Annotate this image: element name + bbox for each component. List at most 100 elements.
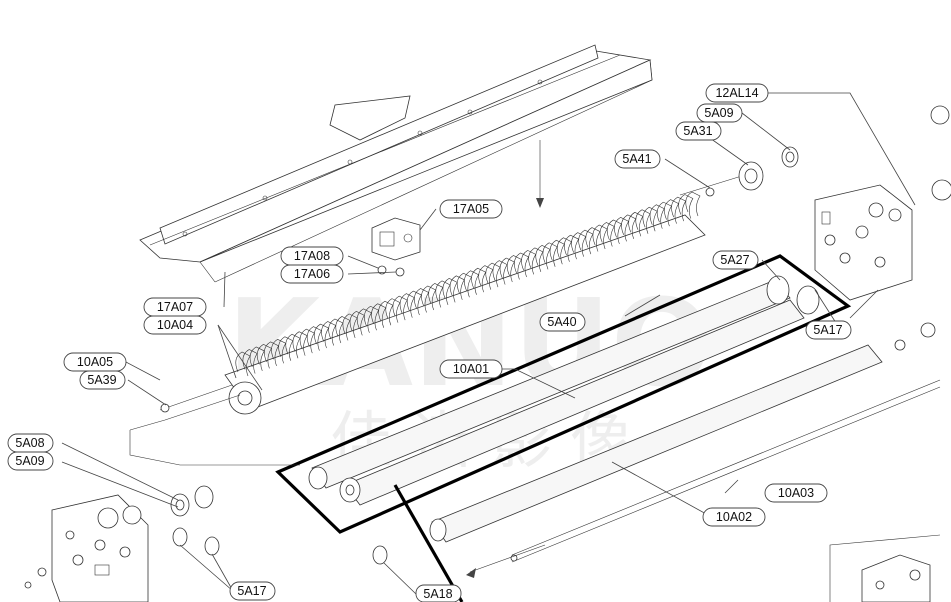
roller-fin: [278, 336, 294, 361]
roller-fin: [249, 346, 265, 372]
roller-fin: [535, 244, 551, 270]
callout-10A02: 10A02: [702, 507, 766, 527]
drive-gear-set: [679, 146, 799, 197]
callout-5A18: 5A18: [415, 584, 462, 602]
roller-fin: [649, 204, 665, 229]
callout-5A17-bottom: 5A17: [229, 581, 276, 601]
roller-fin: [335, 316, 351, 341]
sensor-bracket: [371, 217, 421, 277]
roller-fin: [349, 311, 365, 336]
roller-fin: [306, 326, 322, 351]
guide-rail: [139, 44, 653, 283]
callout-17A08: 17A08: [280, 246, 344, 266]
roller-fin: [392, 295, 408, 321]
callout-5A08: 5A08: [7, 433, 54, 453]
roller-fin: [378, 300, 394, 326]
roller-fin: [599, 222, 615, 247]
svg-text:5A09: 5A09: [704, 106, 733, 120]
svg-text:10A02: 10A02: [716, 510, 752, 524]
roller-fin: [656, 201, 672, 227]
roller-fin: [549, 239, 565, 265]
highlight-pointer: [393, 484, 464, 602]
roller-fin: [364, 305, 379, 331]
callout-10A01: 10A01: [439, 359, 503, 379]
roller-fin: [264, 341, 279, 366]
roller-fin: [592, 224, 608, 250]
roller-fin: [664, 199, 679, 224]
svg-text:5A08: 5A08: [15, 436, 44, 450]
roller-fin: [399, 293, 415, 318]
roller-fin: [571, 232, 587, 257]
svg-text:10A03: 10A03: [778, 486, 814, 500]
roller-fin: [471, 267, 487, 293]
svg-text:17A08: 17A08: [294, 249, 330, 263]
roller-fin: [385, 298, 401, 323]
svg-text:5A27: 5A27: [720, 253, 749, 267]
roller-fin: [556, 237, 572, 262]
svg-text:5A39: 5A39: [87, 373, 116, 387]
roller-fin: [485, 262, 501, 288]
roller-fin: [371, 303, 387, 328]
roller-fin: [578, 229, 594, 255]
svg-text:10A01: 10A01: [453, 362, 489, 376]
roller-fin: [585, 227, 601, 252]
roller-fin: [299, 328, 315, 354]
roller-fin: [356, 308, 372, 333]
roller-fin: [514, 252, 529, 278]
callout-5A40: 5A40: [539, 312, 586, 332]
svg-text:5A17: 5A17: [813, 323, 842, 337]
callout-5A17-right: 5A17: [805, 320, 852, 340]
roller-fin: [521, 250, 537, 275]
callout-5A09-top: 5A09: [696, 103, 743, 123]
roller-fin: [614, 217, 629, 242]
svg-text:5A17: 5A17: [237, 584, 266, 598]
svg-text:5A40: 5A40: [547, 315, 576, 329]
roller-fin: [314, 323, 329, 349]
highlight-frame: [275, 254, 852, 534]
right-side-plate: [814, 105, 951, 301]
roller-fin: [478, 265, 494, 290]
callouts: 12AL14 5A09 5A31 5A41 17A05 17A08 17A06: [7, 83, 852, 602]
roller-fin: [671, 196, 687, 222]
callout-10A04: 10A04: [143, 315, 207, 335]
callout-10A03: 10A03: [764, 483, 828, 503]
pressure-roller-set: [308, 275, 820, 506]
roller-fin: [449, 275, 465, 300]
left-side-plate: [24, 394, 388, 602]
roller-fin: [414, 288, 429, 313]
roller-fin: [628, 211, 644, 237]
roller-fin: [528, 247, 544, 272]
roller-fin: [235, 351, 251, 377]
roller-fin: [642, 206, 658, 232]
roller-fin: [621, 214, 637, 239]
roller-fin: [435, 280, 451, 306]
roller-fin: [685, 191, 701, 217]
roller-fin: [492, 260, 508, 285]
roller-fin: [342, 313, 358, 339]
roller-fin: [606, 219, 622, 245]
svg-text:5A31: 5A31: [683, 124, 712, 138]
roller-fin: [442, 278, 458, 303]
callout-17A06: 17A06: [280, 264, 344, 284]
roller-fin: [292, 331, 308, 356]
callout-10A05: 10A05: [63, 352, 127, 372]
roller-fin: [321, 321, 337, 346]
lower-rollers: [429, 322, 941, 578]
roller-fin: [464, 270, 479, 295]
roller-fin: [499, 257, 515, 283]
callout-5A39: 5A39: [79, 370, 126, 390]
roller-fin: [271, 338, 287, 364]
roller-fin: [506, 255, 522, 280]
svg-text:10A04: 10A04: [157, 318, 193, 332]
svg-text:5A09: 5A09: [15, 454, 44, 468]
leader-lines: [61, 92, 916, 595]
callout-5A09-left: 5A09: [7, 451, 54, 471]
svg-text:17A07: 17A07: [157, 300, 193, 314]
callout-5A27: 5A27: [712, 250, 759, 270]
roller-fin: [456, 272, 472, 298]
roller-fin: [406, 290, 422, 316]
svg-text:5A18: 5A18: [423, 587, 452, 601]
svg-text:17A05: 17A05: [453, 202, 489, 216]
fin-array: [235, 191, 701, 377]
roller-fin: [328, 318, 344, 344]
